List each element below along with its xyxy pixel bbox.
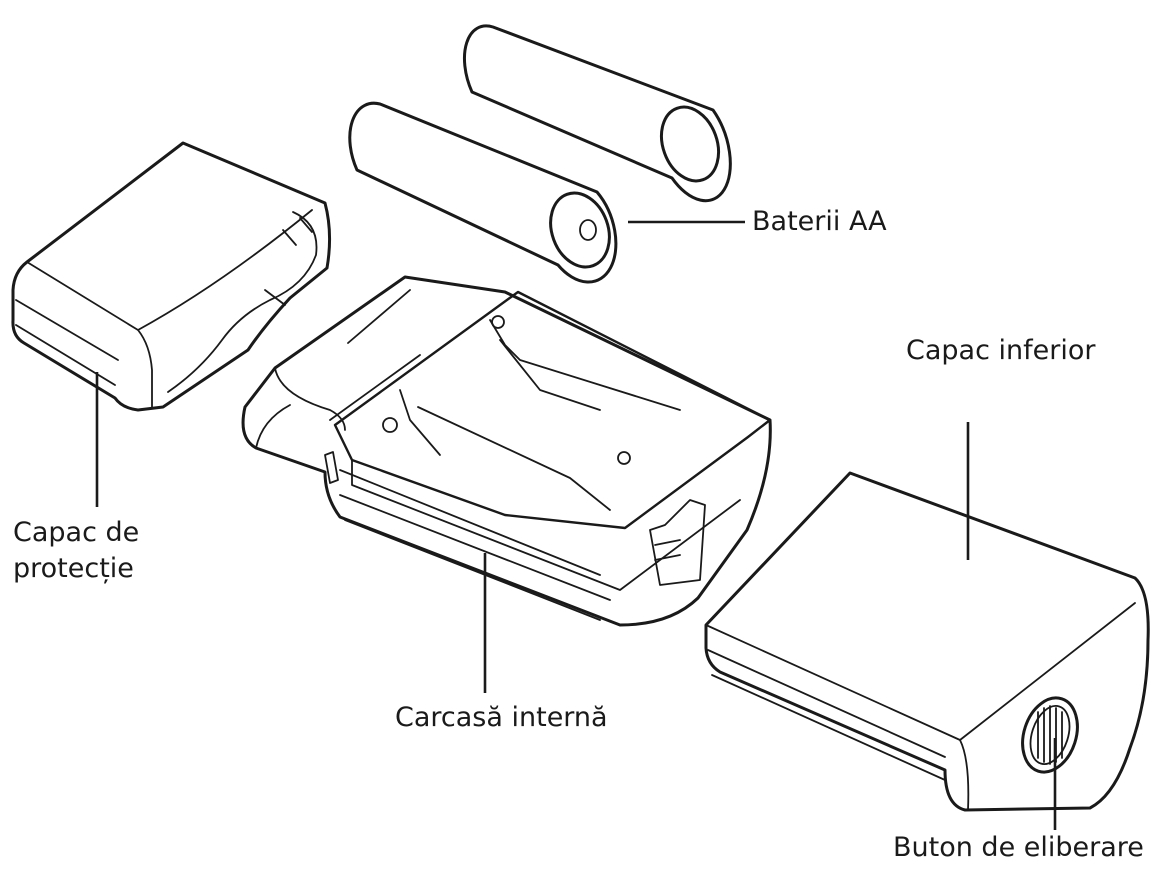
- label-inner-housing: Carcasă internă: [395, 702, 608, 733]
- bottom-cover: [704, 471, 1150, 812]
- aa-battery-front: [348, 101, 618, 284]
- inner-housing: [241, 275, 772, 627]
- release-button: [1021, 696, 1079, 774]
- label-protective-cap: Capac de protecție: [13, 515, 139, 587]
- label-batteries: Baterii AA: [752, 206, 887, 237]
- label-protective-cap-line2: protecție: [13, 553, 134, 584]
- label-release-button: Buton de eliberare: [893, 832, 1144, 863]
- aa-batteries: [348, 24, 732, 284]
- protective-cap: [11, 141, 332, 412]
- label-bottom-cover: Capac inferior: [906, 335, 1096, 366]
- aa-battery-back: [462, 24, 732, 203]
- label-protective-cap-line1: Capac de: [13, 517, 140, 548]
